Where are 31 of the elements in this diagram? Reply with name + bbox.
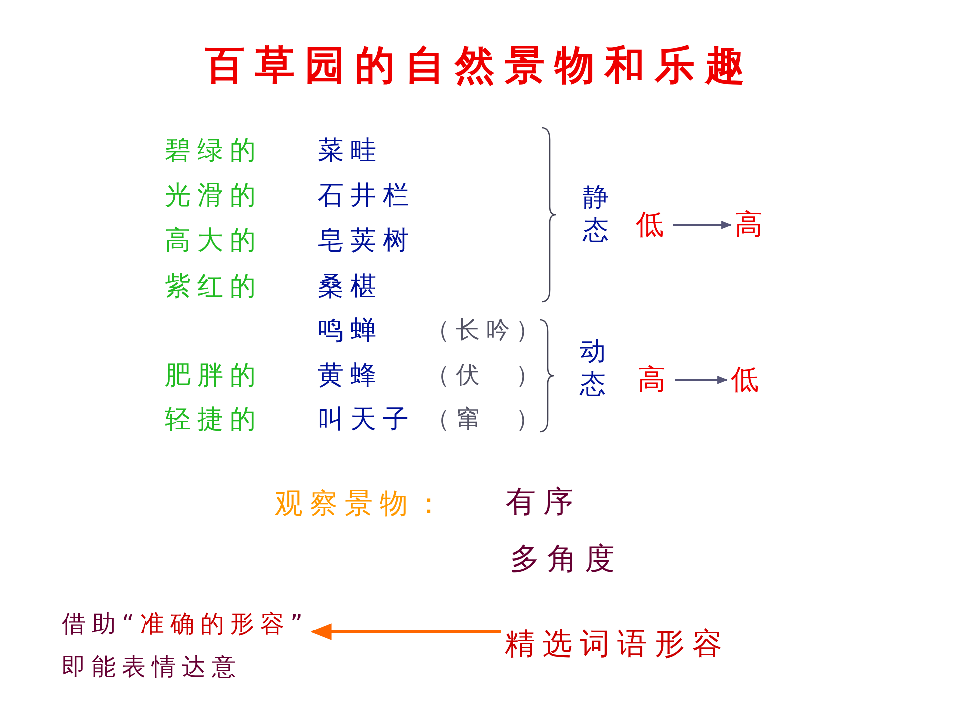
scenery-word: 鸣蝉 xyxy=(318,316,383,348)
adjective: 轻捷的 xyxy=(165,405,262,436)
category-label: 静态 xyxy=(583,182,609,247)
method-label: 有序 xyxy=(506,485,581,521)
title: 百草园的自然景物和乐趣 xyxy=(204,42,756,90)
adjective: 紫红的 xyxy=(165,272,262,304)
level-label: 精选词语形容 xyxy=(505,618,730,672)
level-label: 低 xyxy=(636,200,671,250)
arrow xyxy=(310,624,501,640)
adjective: 光滑的 xyxy=(165,181,262,212)
heading-label: 观察景物： xyxy=(275,487,450,521)
verb-note: （长吟） xyxy=(426,316,546,345)
arrow xyxy=(675,376,728,384)
scenery-word: 皂荚树 xyxy=(318,226,416,258)
scenery-word: 黄蜂 xyxy=(318,361,383,392)
scenery-word: 桑椹 xyxy=(318,272,383,304)
method-label: 多角度 xyxy=(510,542,622,578)
note-text: 借助“准确的形容” 即能表情达意 xyxy=(62,603,309,690)
scenery-word: 菜畦 xyxy=(318,136,383,168)
adjective: 高大的 xyxy=(165,226,262,258)
level-label: 高 xyxy=(735,200,770,250)
adjective: 碧绿的 xyxy=(165,136,262,168)
category-label: 动态 xyxy=(580,336,606,401)
arrow xyxy=(673,221,732,230)
level-label: 高 xyxy=(638,355,673,406)
level-label: 低 xyxy=(731,355,766,406)
scenery-word: 石井栏 xyxy=(318,181,416,212)
scenery-word: 叫天子 xyxy=(318,405,416,436)
verb-note: （伏 ） xyxy=(426,361,546,390)
adjective: 肥胖的 xyxy=(165,361,262,392)
verb-note: （窜 ） xyxy=(426,405,546,434)
